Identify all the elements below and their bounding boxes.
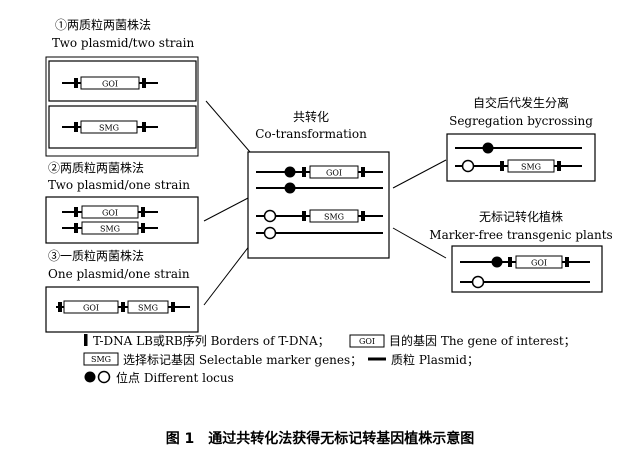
- seg-title-cn: 自交后代发生分离: [473, 95, 569, 110]
- seg-title-en: Segregation bycrossing: [449, 114, 593, 128]
- panel2-title-en: Two plasmid/one strain: [48, 178, 190, 192]
- panel3-goi-label: GOI: [83, 304, 99, 313]
- seg-frame: [446, 133, 596, 182]
- panel2-smg-construct: SMG: [62, 221, 158, 235]
- mf-goi-label: GOI: [531, 259, 547, 268]
- panel1-goi-label: GOI: [102, 80, 118, 89]
- seg-smg-label: SMG: [521, 163, 541, 172]
- locus-filled-icon: [284, 166, 296, 178]
- connector-panel3: [203, 244, 251, 306]
- seg-goi-chromosome: [455, 142, 582, 154]
- locus-open-icon: [263, 209, 277, 223]
- mf-title-en: Marker-free transgenic plants: [429, 228, 612, 242]
- legend-smg-icon: [83, 352, 119, 366]
- panel2-frame: [45, 196, 199, 244]
- co-title-en: Co-transformation: [255, 127, 367, 141]
- co-chromosome-2: [256, 182, 383, 194]
- co-smg-label: SMG: [324, 213, 344, 222]
- legend: T-DNA LB或RB序列 Borders of T-DNA； GOI 目的基因…: [83, 333, 576, 385]
- panel1-title-en: Two plasmid/two strain: [52, 36, 195, 50]
- seg-smg-chromosome: SMG: [455, 159, 582, 173]
- panel3-smg-label: SMG: [138, 304, 158, 313]
- locus-open-icon: [461, 159, 475, 173]
- connector-panel2: [203, 196, 251, 222]
- panel1-goi-construct: GOI: [62, 76, 158, 90]
- panel2-goi-label: GOI: [102, 209, 118, 218]
- legend-locus-open-icon: [97, 370, 111, 384]
- legend-locus-filled-icon: [84, 371, 96, 383]
- panel1-title-cn: ①两质粒两菌株法: [55, 17, 151, 32]
- legend-locus-text: 位点 Different locus: [116, 370, 234, 385]
- locus-filled-icon: [482, 142, 494, 154]
- legend-smg-label: SMG: [91, 355, 111, 364]
- co-smg-chromosome: SMG: [256, 209, 383, 223]
- mf-title-cn: 无标记转化植株: [479, 209, 563, 224]
- legend-goi-icon: [349, 334, 385, 348]
- panel1-smg-construct: SMG: [62, 120, 158, 134]
- co-title-cn: 共转化: [293, 109, 329, 124]
- legend-goi-text: 目的基因 The gene of interest；: [389, 333, 576, 348]
- legend-goi-label: GOI: [359, 337, 375, 346]
- panel3-title-en: One plasmid/one strain: [48, 267, 190, 281]
- connector-marker-free: [392, 227, 447, 259]
- panel2-smg-label: SMG: [100, 225, 120, 234]
- legend-plasmid-text: 质粒 Plasmid；: [391, 352, 479, 367]
- co-goi-chromosome: GOI: [256, 165, 383, 179]
- figure-caption: 图 1 通过共转化法获得无标记转基因植株示意图: [166, 430, 475, 447]
- locus-filled-icon: [491, 256, 503, 268]
- locus-open-icon: [471, 275, 485, 289]
- connector-segregation: [392, 159, 447, 189]
- co-goi-label: GOI: [326, 169, 342, 178]
- panel1-smg-label: SMG: [99, 124, 119, 133]
- co-chromosome-4: [256, 226, 383, 240]
- mf-chromosome-2: [460, 275, 590, 289]
- legend-border-icon: [84, 334, 88, 346]
- panel3-title-cn: ③一质粒两菌株法: [48, 248, 144, 263]
- panel2-goi-construct: GOI: [62, 205, 158, 219]
- panel3-construct: GOI SMG: [56, 300, 190, 314]
- panel2-title-cn: ②两质粒两菌株法: [48, 160, 144, 175]
- legend-border-text: T-DNA LB或RB序列 Borders of T-DNA；: [93, 333, 330, 348]
- locus-filled-icon: [284, 182, 296, 194]
- mf-frame: [451, 245, 603, 293]
- locus-open-icon: [263, 226, 277, 240]
- legend-smg-text: 选择标记基因 Selectable marker genes；: [123, 353, 362, 367]
- connector-panel1: [205, 100, 251, 153]
- mf-goi-chromosome: GOI: [460, 255, 590, 269]
